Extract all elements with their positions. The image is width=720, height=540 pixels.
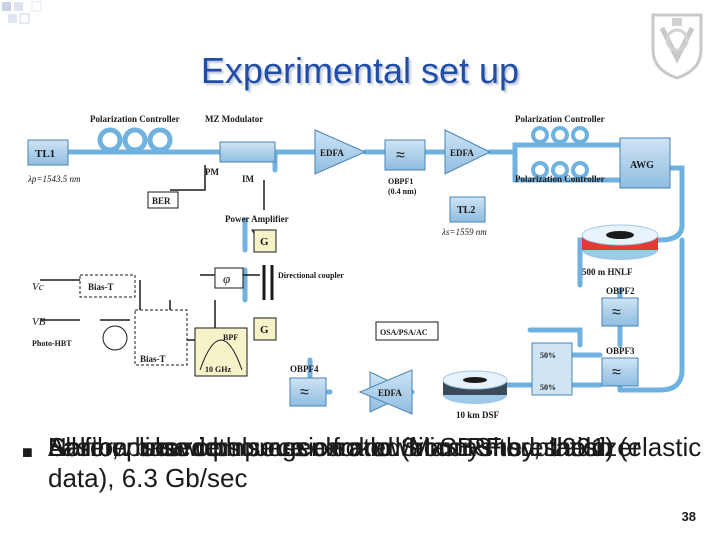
tl2-label: TL2	[457, 205, 475, 216]
freq-label: 10 GHz	[205, 365, 231, 374]
obpf2-label: OBPF2	[606, 286, 635, 296]
edfa-1-label: EDFA	[320, 148, 344, 158]
bullet-text-layer-4: Laser, pulse compression and Silicon mod…	[48, 432, 702, 493]
university-logo-icon	[651, 13, 703, 80]
bullet-list: ■ Soliton based pulse generator (Mamyshe…	[20, 432, 710, 512]
bias-t-2-label: Bias-T	[140, 354, 166, 364]
filter-icon: ≈	[612, 364, 621, 381]
obpf1-label: OBPF1	[388, 177, 413, 186]
bullet-text-layer-2: All fiber source source clocked from RF …	[48, 432, 641, 462]
bullet-text-layer-3: Narrow linewidth source for lower SBS th…	[48, 432, 606, 462]
obpf4-label: OBPF4	[290, 364, 319, 374]
filter-icon: ≈	[612, 304, 621, 321]
phi-label: φ	[223, 271, 230, 286]
g-label: G	[260, 324, 269, 336]
osa-label: OSA/PSA/AC	[380, 328, 428, 337]
im-label: IM	[242, 174, 255, 184]
obpf3-label: OBPF3	[606, 346, 635, 356]
page-title: Experimental set up	[200, 50, 520, 91]
mz-modulator-label: MZ Modulator	[205, 114, 263, 124]
hnlf-label: 500 m HNLF	[582, 267, 633, 277]
lambda-s-label: λs=1559 nm	[441, 227, 487, 237]
decorative-squares	[2, 1, 42, 24]
bias-t-1-label: Bias-T	[88, 282, 114, 292]
vc-label: Vc	[32, 281, 44, 293]
obpf1-bw-label: (0.4 nm)	[388, 187, 417, 196]
vb-label: VB	[32, 316, 46, 328]
tl1-label: TL1	[35, 148, 55, 160]
pol-ctrl-2-label: Polarization Controller	[515, 114, 605, 124]
page-number: 38	[681, 509, 696, 524]
split-1-label: 50%	[540, 351, 556, 360]
photo-hbt-label: Photo-HBT	[32, 339, 72, 348]
bullet-marker: ■	[22, 442, 33, 462]
edfa-3-label: EDFA	[378, 388, 402, 398]
split-2-label: 50%	[540, 383, 556, 392]
filter-icon: ≈	[300, 384, 309, 401]
directional-coupler-label: Directional coupler	[278, 271, 344, 280]
g-label: G	[260, 236, 269, 248]
ber-label: BER	[152, 196, 171, 206]
edfa-2-label: EDFA	[450, 148, 474, 158]
power-amp-label: Power Amplifier	[225, 214, 289, 224]
awg-label: AWG	[630, 160, 654, 171]
bpf-label: BPF	[223, 333, 238, 342]
setup-diagram: TL1 λp=1543.5 nm Polarization Controller…	[27, 114, 685, 420]
pol-ctrl-3-label: Polarization Controller	[515, 174, 605, 184]
pol-ctrl-1-label: Polarization Controller	[90, 114, 180, 124]
filter-icon: ≈	[396, 147, 405, 164]
lambda-p-label: λp=1543.5 nm	[27, 174, 81, 184]
bullet-text-layer-1: Soliton based pulse generator (Mamyshev,…	[48, 432, 615, 462]
dsf-label: 10 km DSF	[456, 410, 500, 420]
pm-label: PM	[205, 167, 219, 177]
